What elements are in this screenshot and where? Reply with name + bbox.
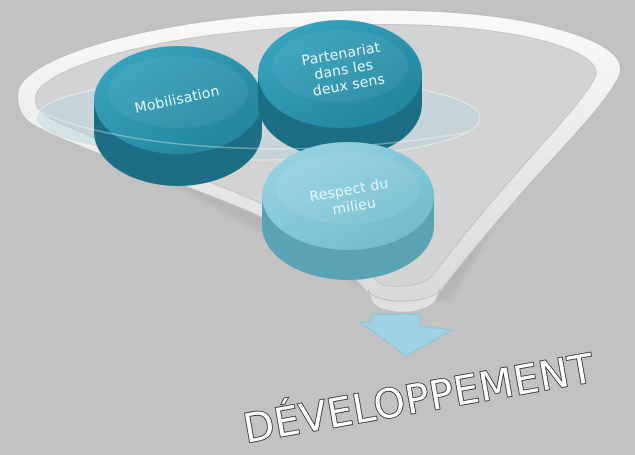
funnel-spout [367, 289, 441, 313]
disc-label-partenariat: Partenariat dans les deux sens [300, 39, 391, 101]
output-arrow [358, 313, 454, 357]
input-disc-mobilisation: Mobilisation [94, 46, 262, 186]
input-disc-respect: Respect du milieu [262, 142, 434, 280]
input-disc-partenariat: Partenariat dans les deux sens [258, 20, 422, 158]
result-label: DÉVELOPPEMENT [239, 344, 597, 453]
liquid-surface-edge [35, 109, 471, 150]
